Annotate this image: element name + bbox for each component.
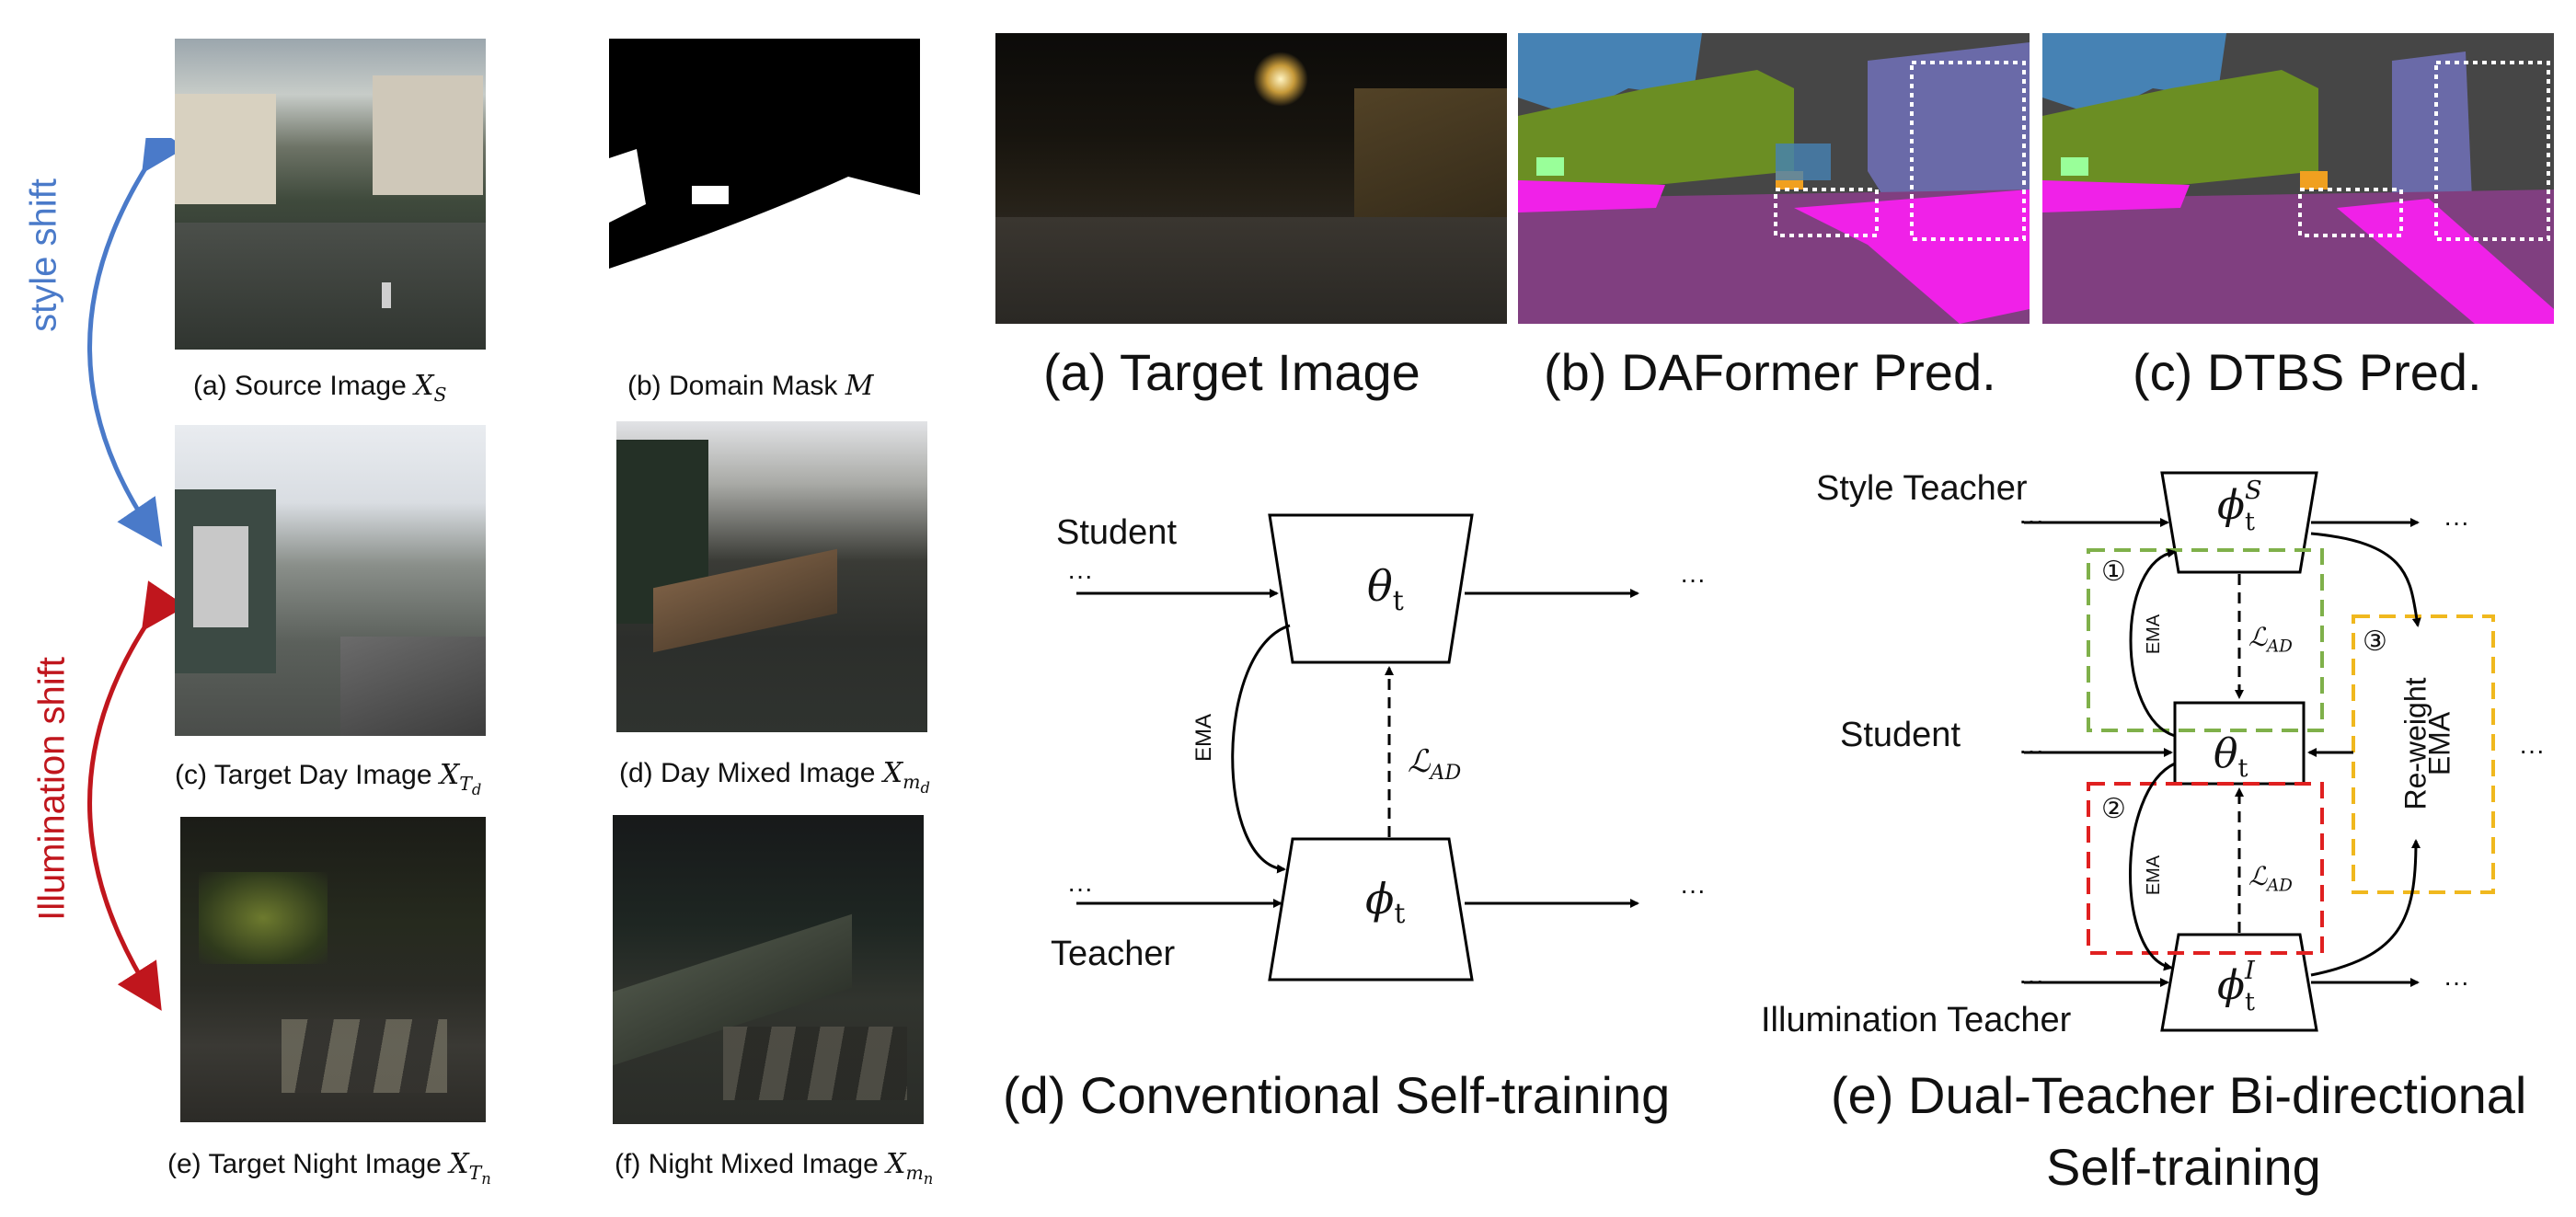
source-image	[175, 39, 486, 350]
daformer-prediction-image	[1518, 33, 2030, 324]
style-output-ellipsis: ···	[2444, 508, 2469, 536]
dtbs-prediction-image	[2042, 33, 2554, 324]
caption-dual-teacher-line1: (e) Dual-Teacher Bi-directional	[1831, 1066, 2527, 1124]
student-network-shape	[1268, 513, 1474, 664]
caption-c: (c) Target Day Image XTd	[175, 759, 482, 799]
student-label: Student	[1056, 513, 1177, 552]
number-3: ③	[2363, 626, 2387, 657]
night-mixed-image	[613, 815, 924, 1124]
teacher-input-ellipsis: ···	[1067, 874, 1093, 902]
style-input-ellipsis: ···	[2018, 506, 2044, 534]
student-input-ellipsis-e: ···	[2018, 736, 2044, 764]
number-2: ②	[2101, 794, 2126, 824]
illumination-shift-arrow	[87, 580, 175, 1011]
illum-to-reweight-arrow	[2310, 839, 2421, 977]
teacher-output-ellipsis: ···	[1680, 876, 1706, 904]
reweight-output-ellipsis: ···	[2519, 736, 2545, 764]
caption-dtbs: (c) DTBS Pred.	[2133, 343, 2482, 401]
student-label-e: Student	[1840, 716, 1961, 754]
dual-teacher-diagram-svg	[2024, 471, 2495, 1032]
loss-label: ℒAD	[1408, 743, 1462, 785]
ema-arrow-2	[2129, 762, 2176, 971]
number-1: ①	[2101, 557, 2126, 587]
ema-label-1: EMA	[2144, 614, 2165, 655]
style-teacher-label: Style Teacher	[1816, 469, 2028, 508]
domain-mask-image	[609, 39, 920, 350]
target-day-image	[175, 425, 486, 736]
caption-a: (a) Source Image XS	[193, 370, 447, 406]
ema-arrow-1	[2129, 548, 2177, 738]
theta-symbol: θt	[1367, 561, 1404, 618]
caption-daformer: (b) DAFormer Pred.	[1544, 343, 1996, 401]
style-shift-arrow	[87, 138, 175, 547]
ema-label: EMA	[1191, 713, 1217, 763]
style-teacher-shape	[2160, 471, 2318, 574]
caption-conventional: (d) Conventional Self-training	[1003, 1066, 1671, 1124]
student-shape	[2173, 701, 2306, 786]
phi-symbol: ϕt	[1365, 874, 1406, 931]
student-output-ellipsis: ···	[1680, 565, 1706, 593]
student-input-ellipsis: ···	[1067, 561, 1093, 590]
caption-f: (f) Night Mixed Image Xmn	[615, 1148, 934, 1188]
caption-b: (b) Domain Mask M	[627, 370, 874, 402]
teacher-network-shape	[1268, 837, 1474, 982]
day-mixed-image	[616, 421, 927, 732]
illumination-teacher-shape	[2160, 933, 2318, 1032]
loss-label-1: ℒAD	[2248, 622, 2293, 657]
theta-symbol-e: θt	[2214, 730, 2248, 783]
shift-arrows	[87, 138, 175, 1011]
style-to-reweight-arrow	[2310, 532, 2421, 627]
reweight-ema-label: EMA	[2422, 711, 2456, 776]
illumination-teacher-label: Illumination Teacher	[1761, 1001, 2072, 1039]
caption-e: (e) Target Night Image XTn	[167, 1148, 491, 1188]
illum-output-ellipsis: ···	[2444, 968, 2469, 996]
target-night-image	[180, 817, 486, 1122]
ema-box-2	[2087, 782, 2324, 955]
caption-dual-teacher-line2: Self-training	[2046, 1138, 2321, 1196]
target-night-street-image	[995, 33, 1507, 324]
loss-label-2: ℒAD	[2248, 861, 2293, 896]
caption-d: (d) Day Mixed Image Xmd	[619, 757, 930, 798]
illum-input-ellipsis: ···	[2018, 966, 2044, 994]
ema-box-1	[2087, 548, 2324, 732]
ema-arrow	[1231, 624, 1291, 874]
caption-target-image: (a) Target Image	[1043, 343, 1420, 401]
conventional-diagram-svg	[1076, 513, 1639, 982]
ema-label-2: EMA	[2144, 855, 2165, 896]
teacher-label: Teacher	[1051, 935, 1176, 973]
